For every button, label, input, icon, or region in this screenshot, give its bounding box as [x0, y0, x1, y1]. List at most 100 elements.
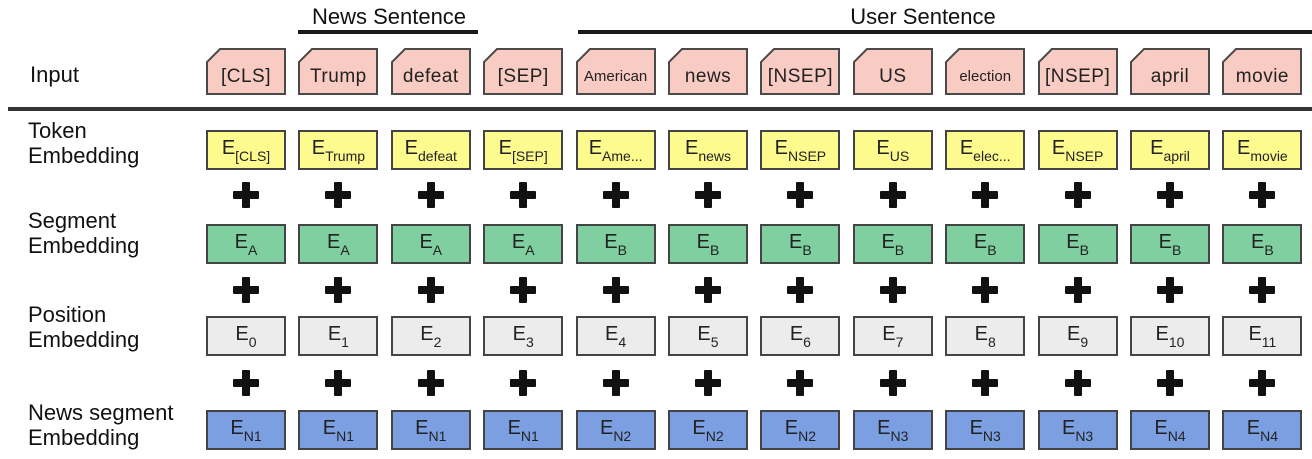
plus-icon — [602, 277, 629, 303]
segment-embedding-cell-subscript: B — [617, 242, 627, 258]
position-embedding-cell: E6 — [760, 316, 841, 356]
position-embedding-cell-label: E9 — [1067, 323, 1089, 350]
position-embedding-cell-subscript: 0 — [248, 334, 257, 350]
token-embedding-cell-subscript: NSEP — [788, 148, 827, 164]
position-embedding-cell: E10 — [1130, 316, 1210, 356]
plus-icon — [1064, 182, 1091, 208]
position-embedding-cell-label: E6 — [789, 323, 811, 350]
plus-icon — [417, 370, 444, 396]
segment-embedding-cell-subscript: B — [710, 242, 720, 258]
segment-embedding-cell: EB — [760, 224, 841, 264]
position-embedding-cell: E2 — [390, 316, 471, 356]
segment-embedding-cell-label: EA — [327, 231, 350, 258]
input-token: US — [852, 48, 933, 95]
position-embedding-cell-label: E2 — [420, 323, 442, 350]
segment-embedding-cell: EA — [298, 224, 379, 264]
news-segment-embedding-cell-subscript: N4 — [1260, 428, 1279, 444]
news-segment-embedding-cell-subscript: N2 — [798, 428, 817, 444]
position-embedding-cell-label: E5 — [697, 323, 719, 350]
input-token-text: april — [1150, 66, 1190, 87]
token-embedding-cell-subscript: US — [889, 148, 910, 164]
token-embedding-label: Token Embedding — [28, 118, 140, 168]
plus-icon — [1157, 182, 1183, 208]
plus-icon — [1157, 370, 1183, 396]
segment-embedding-cell-subscript: B — [894, 242, 905, 258]
input-token-text: American — [583, 68, 648, 85]
plus-icon — [510, 370, 537, 396]
plus-icon — [510, 182, 537, 208]
input-token-text: election — [959, 68, 1012, 85]
plus-icon — [972, 277, 999, 303]
token-embedding-cell-label: EAme... — [588, 137, 643, 164]
token-embedding-cell-label: ENSEP — [1051, 137, 1104, 164]
plus-icon — [787, 182, 814, 208]
position-embedding-cell-label: E11 — [1248, 323, 1277, 350]
input-token: [NSEP] — [1037, 48, 1118, 95]
segment-embedding-cell-label: EB — [881, 231, 905, 258]
token-embedding-cell-label: E[CLS] — [221, 137, 271, 164]
segment-embedding-cell: EA — [483, 224, 564, 264]
segment-embedding-cell-subscript: B — [1264, 242, 1274, 258]
news-segment-embedding-cell-subscript: N1 — [243, 428, 262, 444]
token-embedding-cell: Emovie — [1222, 130, 1303, 170]
input-label: Input — [30, 62, 79, 87]
input-token: American — [575, 48, 656, 95]
token-embedding-cell-label: Emovie — [1237, 137, 1288, 164]
plus-icon — [233, 370, 259, 396]
news-segment-embedding-cell-subscript: N2 — [705, 428, 724, 444]
token-embedding-cell-label: Eapril — [1150, 137, 1190, 164]
input-token-text: US — [879, 66, 907, 87]
input-token: [CLS] — [206, 48, 286, 95]
plus-icon — [695, 370, 721, 396]
token-embedding-cell-subscript: Ame... — [602, 148, 643, 164]
plus-icon — [1064, 370, 1091, 396]
segment-embedding-cell-subscript: B — [1079, 242, 1089, 258]
position-embedding-cell: E1 — [298, 316, 379, 356]
input-token: april — [1130, 48, 1210, 95]
plus-icon — [1249, 370, 1276, 396]
plus-icon — [879, 182, 906, 208]
position-embedding-cell-subscript: 2 — [433, 334, 442, 350]
position-embedding-cell: E9 — [1037, 316, 1118, 356]
news-segment-embedding-cell-label: EN1 — [415, 417, 447, 444]
position-embedding-cell-label: E4 — [605, 323, 627, 350]
plus-icon — [602, 182, 629, 208]
token-embedding-cell-subscript: Trump — [325, 148, 366, 164]
input-token-text: [CLS] — [220, 66, 272, 87]
news-segment-embedding-cell: EN4 — [1130, 410, 1210, 450]
segment-embedding-cell-label: EB — [696, 231, 720, 258]
input-token-text: [SEP] — [497, 66, 549, 87]
divider-line — [8, 107, 1312, 111]
token-embedding-cell-subscript: NSEP — [1065, 148, 1104, 164]
token-embedding-cell-subscript: [SEP] — [511, 148, 548, 164]
news-segment-embedding-cell: EN3 — [1037, 410, 1118, 450]
segment-embedding-cell-label: EA — [511, 231, 535, 258]
position-embedding-cell-subscript: 9 — [1080, 334, 1089, 350]
news-segment-embedding-cell-subscript: N3 — [1075, 428, 1094, 444]
token-embedding-cell-subscript: [CLS] — [235, 148, 271, 164]
news-segment-embedding-cell-subscript: N1 — [428, 428, 447, 444]
position-embedding-cell: E5 — [668, 316, 748, 356]
plus-icon — [1249, 277, 1276, 303]
segment-embedding-cell: EB — [1037, 224, 1118, 264]
news-segment-embedding-cell-label: EN3 — [1061, 417, 1094, 444]
news-segment-embedding-label: News segment Embedding — [28, 400, 174, 450]
token-embedding-cell: E[SEP] — [483, 130, 564, 170]
segment-embedding-cell: EA — [390, 224, 471, 264]
segment-embedding-cell: EB — [575, 224, 656, 264]
news-segment-embedding-cell-subscript: N3 — [982, 428, 1001, 444]
token-embedding-cell-subscript: defeat — [418, 148, 457, 164]
token-embedding-cell-label: ENSEP — [774, 137, 827, 164]
news-segment-embedding-cell-subscript: N1 — [336, 428, 355, 444]
plus-icon — [972, 370, 999, 396]
token-embedding-cell-subscript: news — [698, 148, 732, 164]
news-segment-embedding-cell-label: EN3 — [877, 417, 909, 444]
segment-embedding-label: Segment Embedding — [28, 208, 140, 258]
token-embedding-cell: ENSEP — [760, 130, 841, 170]
position-embedding-cell: E0 — [206, 316, 286, 356]
position-embedding-cell-label: E8 — [974, 323, 996, 350]
input-token: news — [668, 48, 748, 95]
plus-icon — [233, 182, 259, 208]
token-embedding-cell: E[CLS] — [206, 130, 286, 170]
segment-embedding-cell: EB — [668, 224, 748, 264]
